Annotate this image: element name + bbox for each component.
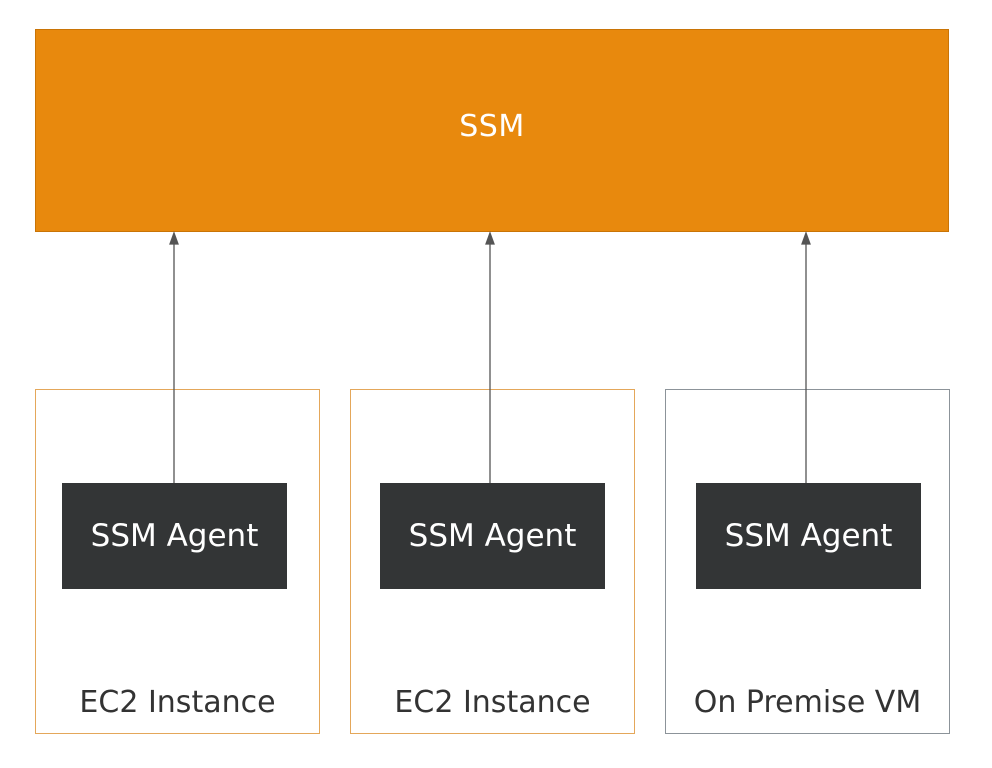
container-label-on-premise: On Premise VM	[693, 685, 922, 720]
ssm-agent-box-3: SSM Agent	[696, 483, 921, 589]
ssm-agent-box-2: SSM Agent	[380, 483, 605, 589]
arrowhead-1	[169, 231, 179, 245]
arrowhead-3	[801, 231, 811, 245]
agent-label-3: SSM Agent	[724, 518, 893, 554]
ssm-service-box: SSM	[35, 29, 949, 232]
container-label-ec2-2: EC2 Instance	[394, 685, 591, 720]
agent-label-2: SSM Agent	[408, 518, 577, 554]
arrowhead-2	[485, 231, 495, 245]
container-label-ec2-1: EC2 Instance	[79, 685, 276, 720]
ssm-title: SSM	[459, 109, 525, 144]
agent-label-1: SSM Agent	[90, 518, 259, 554]
ssm-agent-box-1: SSM Agent	[62, 483, 287, 589]
